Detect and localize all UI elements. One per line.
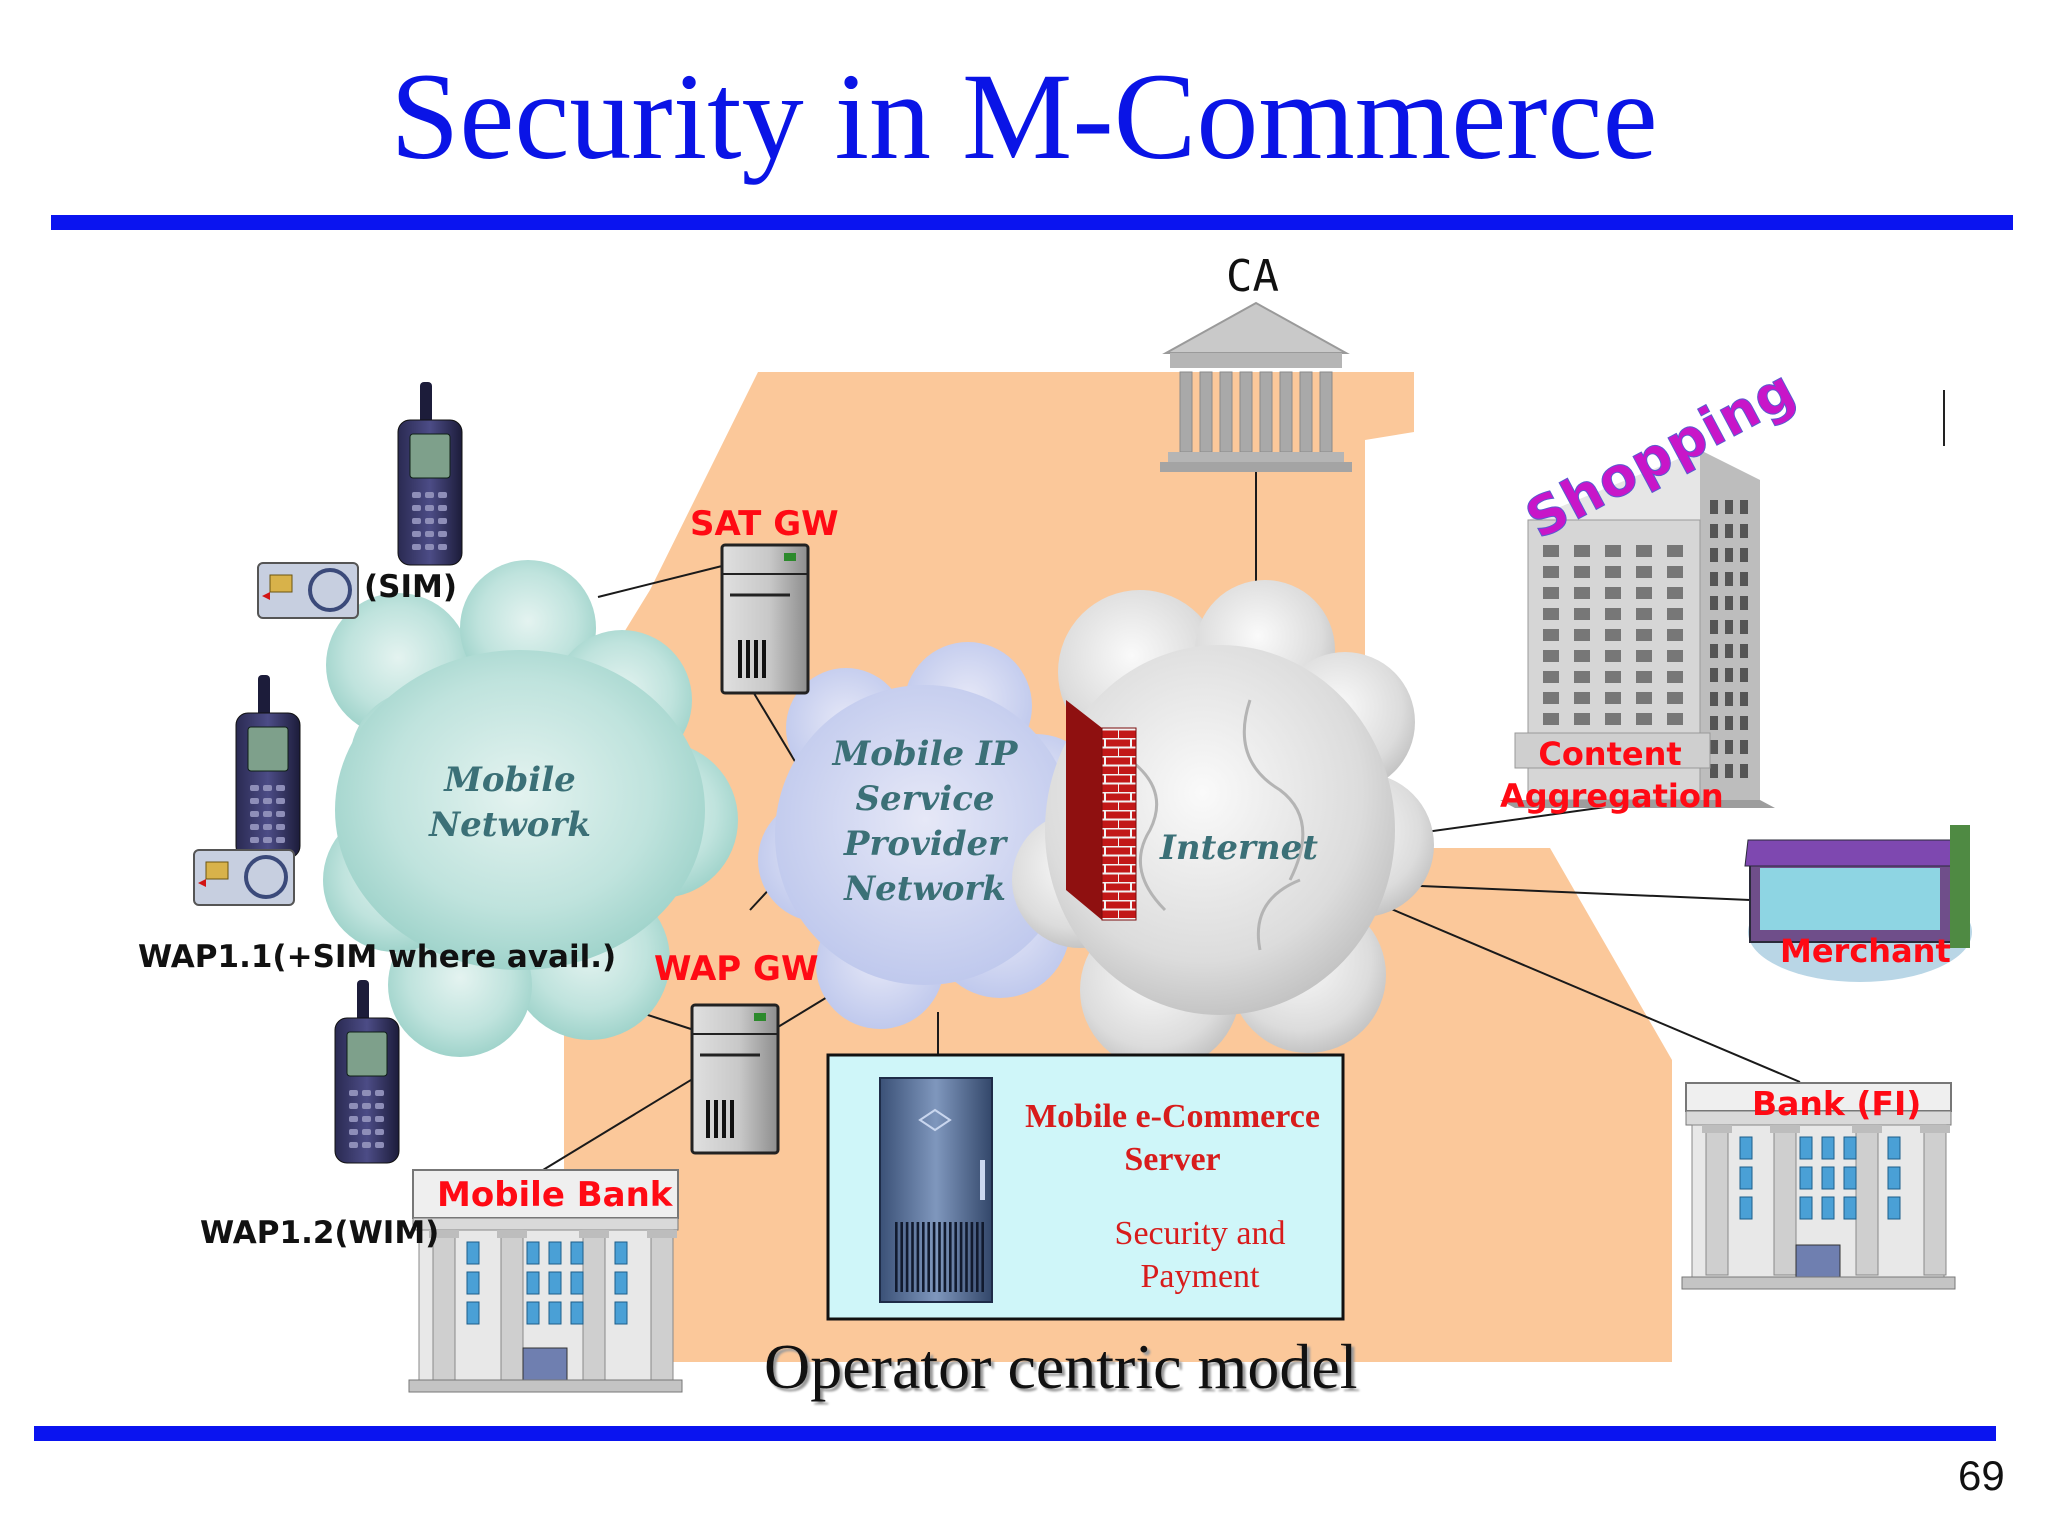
- bottom-rule: [34, 1426, 1996, 1441]
- server-subtitle-line-1: Security and: [1114, 1215, 1286, 1252]
- ca-label: CA: [1226, 251, 1279, 302]
- sat-gw-server-icon: [720, 543, 810, 695]
- rack-vents: [895, 1222, 984, 1292]
- merchant-shop-icon: [1744, 825, 1972, 982]
- mobile-network-line-1: Mobile: [444, 760, 576, 800]
- phones-group: [235, 382, 463, 1164]
- page-number: 69: [1958, 1452, 2005, 1499]
- mobile-phone-icon-1: [397, 382, 463, 566]
- shopping-building-icon: [1500, 450, 1775, 808]
- server-subtitle-line-2: Payment: [1140, 1258, 1260, 1296]
- content-aggregation-label: Content Aggregation: [1500, 734, 1724, 817]
- server-subtitle: Security and Payment: [1080, 1212, 1320, 1298]
- content-aggregation-line-1: Content: [1538, 735, 1682, 773]
- server-title-line-1: Mobile e-Commerce: [1025, 1098, 1320, 1135]
- mobile-bank-label: Mobile Bank: [437, 1175, 673, 1215]
- server-title-line-2: Server: [1124, 1141, 1221, 1179]
- internet-label: Internet: [1160, 828, 1318, 868]
- line-mobile-satgw: [597, 564, 727, 598]
- mobile-ip-line-1: Mobile IP: [832, 734, 1018, 774]
- wap11-label: WAP1.1(+SIM where avail.): [138, 939, 617, 975]
- line-internet-merchant: [1374, 883, 1751, 901]
- bank-fi-columns: [1702, 1124, 1950, 1276]
- sim-card-icon-2: [193, 849, 295, 906]
- mobile-bank-columns: [429, 1229, 677, 1381]
- shopping-windows: [1543, 500, 1748, 778]
- mobile-ip-line-2: Service: [855, 778, 995, 819]
- line-internet-bank: [1369, 899, 1801, 1083]
- model-caption: Operator centric model: [764, 1331, 1358, 1402]
- mobile-ip-line-3: Provider: [843, 823, 1007, 864]
- server-title: Mobile e-Commerce Server: [1000, 1095, 1345, 1181]
- wap12-label: WAP1.2(WIM): [200, 1215, 440, 1251]
- sat-gw-label: SAT GW: [690, 504, 839, 544]
- top-rule: [51, 215, 2013, 230]
- mobile-ip-cloud: [758, 642, 1102, 1029]
- content-aggregation-line-2: Aggregation: [1500, 776, 1724, 815]
- ca-columns: [1179, 371, 1333, 453]
- wap-gw-label: WAP GW: [654, 949, 819, 989]
- mobile-network-label: Mobile Network: [420, 758, 600, 848]
- merchant-label: Merchant: [1780, 932, 1951, 970]
- sim-label: (SIM): [364, 569, 458, 605]
- mobile-network-cloud: [323, 560, 738, 1057]
- mobile-ip-line-4: Network: [844, 868, 1006, 909]
- ca-building-icon: [1160, 301, 1352, 472]
- mobile-bank-building-icon: [408, 1169, 683, 1393]
- mobile-phone-icon-3: [334, 980, 400, 1164]
- slide-title: Security in M-Commerce: [390, 48, 1658, 185]
- bank-fi-label: Bank (FI): [1752, 1084, 1922, 1123]
- mobile-network-line-2: Network: [429, 804, 591, 845]
- mobile-phone-icon-2: [235, 675, 301, 859]
- sim-card-icon-1: [257, 562, 359, 619]
- firewall-icon: [1066, 700, 1137, 921]
- bank-fi-building-icon: [1681, 1082, 1956, 1290]
- mobile-ip-label: Mobile IP Service Provider Network: [830, 732, 1020, 912]
- wap-gw-server-icon: [690, 1003, 780, 1155]
- server-rack-icon: [879, 1077, 993, 1303]
